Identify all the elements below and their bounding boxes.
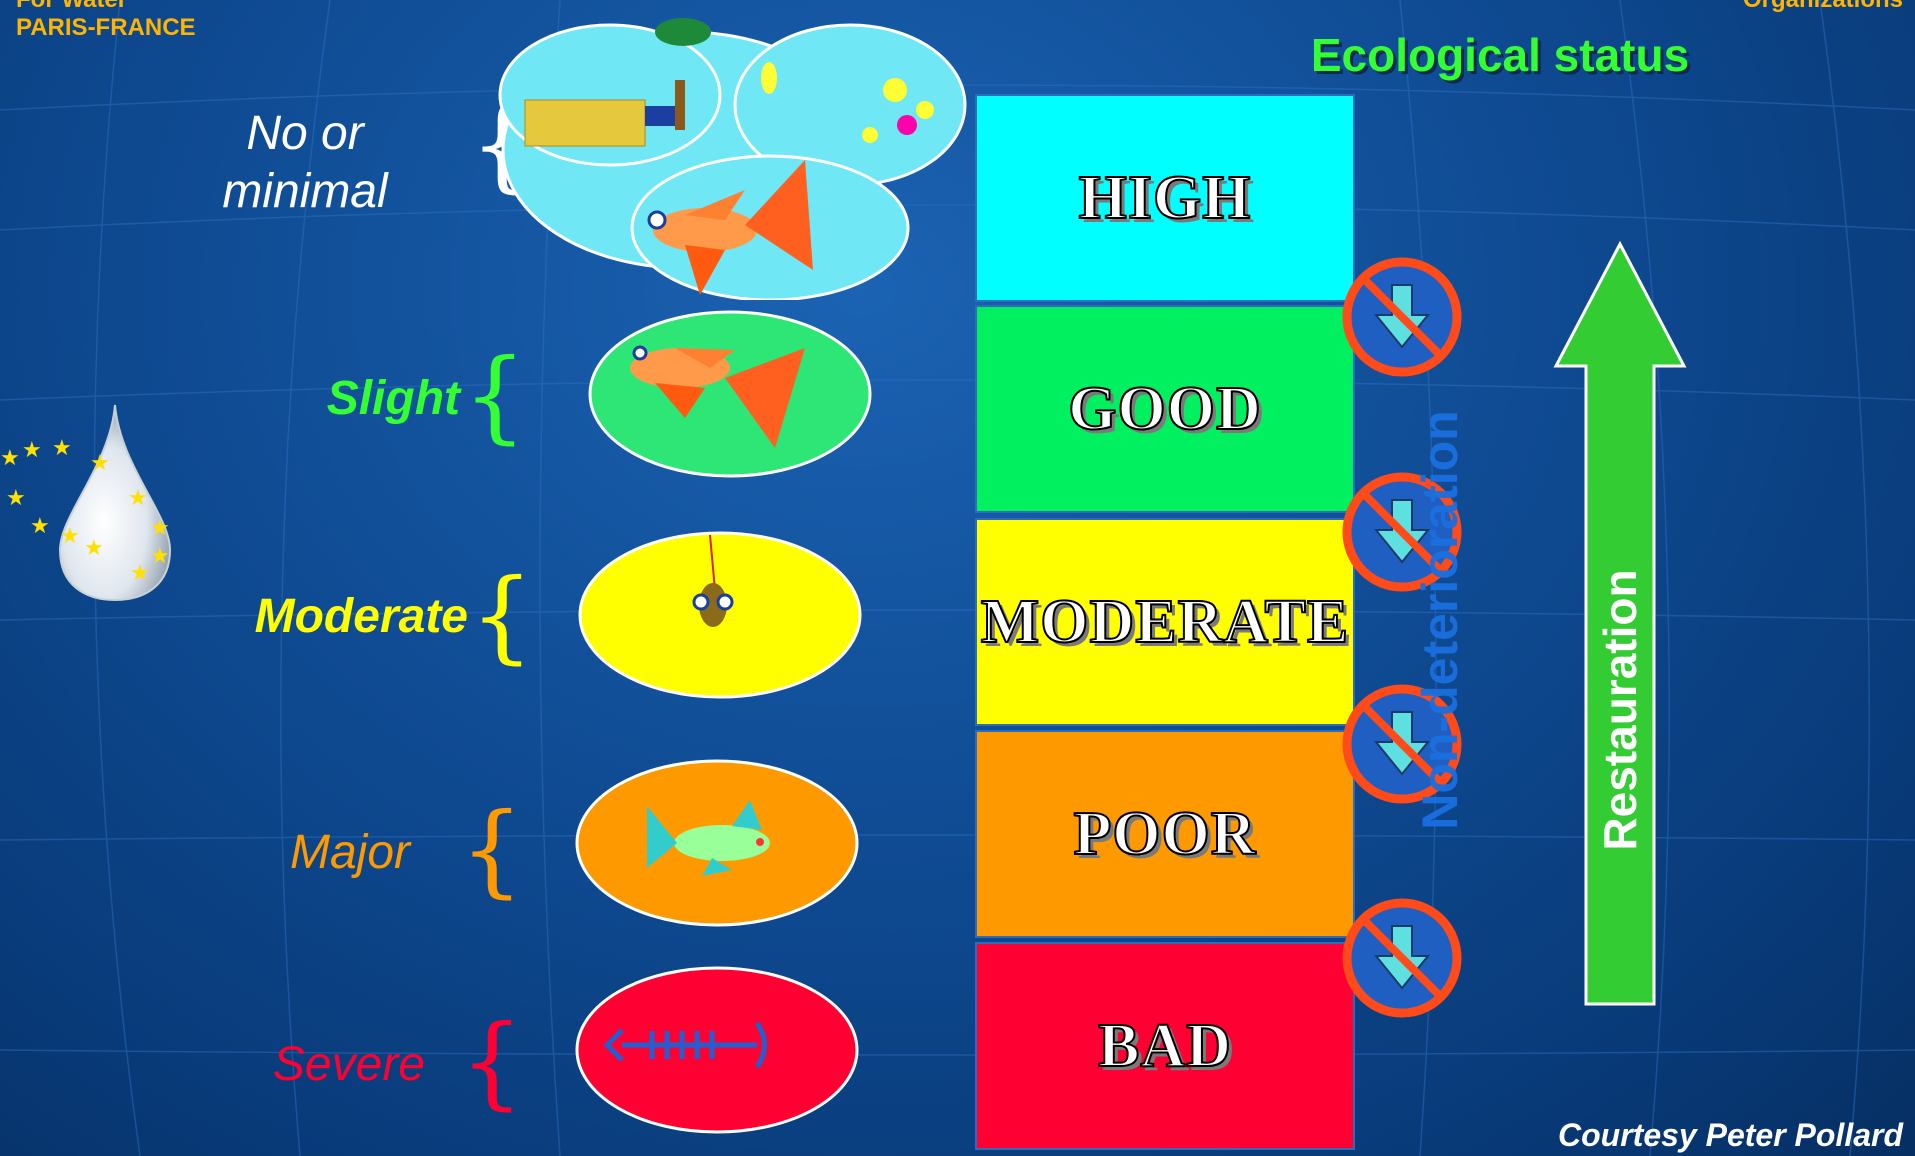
status-poor-label: POOR — [1073, 799, 1256, 870]
svg-text:★: ★ — [52, 436, 72, 461]
ecosystem-good-illustration — [585, 308, 875, 480]
status-high: HIGH — [975, 94, 1355, 302]
no-downward-arrow-icon — [1340, 896, 1464, 1020]
ecosystem-poor-illustration — [572, 758, 862, 928]
restoration-label: Restauration — [1590, 485, 1650, 935]
status-poor: POOR — [975, 730, 1355, 938]
header-right: Organizations — [1743, 0, 1903, 14]
status-bad-label: BAD — [1098, 1011, 1232, 1082]
impact-label-none-line2: minimal — [190, 163, 420, 221]
header-left: For Water PARIS-FRANCE — [16, 0, 196, 42]
svg-text:★: ★ — [22, 438, 42, 463]
impact-label-severe: Severe — [220, 1036, 425, 1094]
impact-label-moderate: Moderate — [180, 588, 468, 646]
ecosystem-moderate-illustration — [575, 530, 865, 700]
no-downward-arrow-icon — [1340, 255, 1464, 379]
status-high-label: HIGH — [1079, 163, 1252, 234]
page-title: Ecological status — [1280, 28, 1720, 82]
svg-text:★: ★ — [150, 516, 170, 541]
impact-label-slight: Slight — [250, 370, 460, 428]
svg-text:★: ★ — [128, 486, 148, 511]
header-left-line2: PARIS-FRANCE — [16, 14, 196, 42]
svg-text:★: ★ — [90, 451, 110, 476]
impact-label-none: No or minimal — [190, 105, 420, 221]
ecosystem-bad-illustration — [572, 965, 862, 1135]
ecosystem-high-illustration — [495, 10, 975, 300]
brace-moderate: { — [470, 566, 534, 666]
status-moderate: MODERATE — [975, 518, 1355, 726]
svg-text:★: ★ — [130, 561, 150, 586]
status-bad: BAD — [975, 942, 1355, 1150]
status-good: GOOD — [975, 305, 1355, 513]
brace-slight: { — [463, 346, 527, 446]
impact-label-major: Major — [210, 824, 410, 882]
header-left-line1: For Water — [16, 0, 196, 14]
impact-label-none-line1: No or — [190, 105, 420, 163]
svg-text:★: ★ — [30, 514, 50, 539]
eu-water-drop-icon: ★★★ ★★★ ★★★ ★★★ — [0, 395, 230, 615]
svg-text:★: ★ — [150, 544, 170, 569]
courtesy-credit: Courtesy Peter Pollard — [1558, 1117, 1903, 1154]
non-deterioration-label: Non-deterioration — [1410, 390, 1470, 850]
svg-text:★: ★ — [6, 486, 26, 511]
status-good-label: GOOD — [1068, 374, 1261, 445]
brace-major: { — [460, 800, 524, 900]
header-right-line1: Organizations — [1743, 0, 1903, 14]
svg-text:★: ★ — [84, 536, 104, 561]
svg-text:★: ★ — [60, 524, 80, 549]
svg-text:★: ★ — [0, 446, 20, 471]
brace-severe: { — [460, 1012, 524, 1112]
status-moderate-label: MODERATE — [981, 587, 1350, 658]
